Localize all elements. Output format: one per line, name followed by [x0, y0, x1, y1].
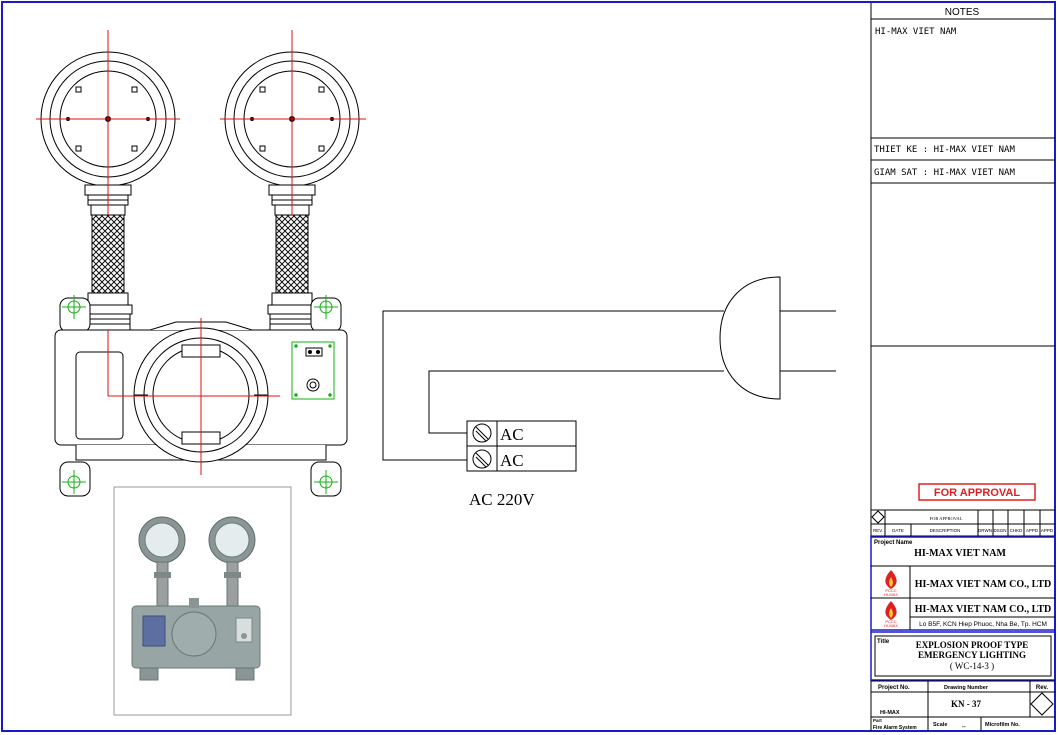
svg-text:REV.: REV.: [873, 528, 883, 533]
scale-label: Scale: [933, 722, 947, 728]
scale-value: --: [962, 724, 966, 730]
rev-label: Rev.: [1036, 685, 1049, 691]
center-lines: [36, 30, 366, 475]
lamp-drawing: [36, 30, 366, 497]
drawing-number: KN - 37: [951, 699, 981, 709]
title-line-2: EMERGENCY LIGHTING: [918, 650, 1026, 660]
company-logo-2: [885, 601, 897, 620]
approval-stamp: FOR APPROVAL: [934, 487, 1020, 499]
project-no-label: Project No.: [878, 685, 910, 691]
title-line-3: ( WC-14-3 ): [950, 661, 994, 671]
drawing-number-label: Drawing Number: [944, 685, 989, 691]
logo-2-text-bottom: HI-MAX: [884, 623, 898, 628]
notes-text: HI-MAX VIET NAM: [875, 27, 957, 37]
company-logo-1: [885, 570, 897, 589]
wiring-diagram: [382, 276, 836, 472]
company-name-2: HI-MAX VIET NAM CO., LTD: [915, 604, 1052, 615]
part-value: Fire Alarm System: [873, 725, 917, 731]
svg-text:DESCRIPTION: DESCRIPTION: [930, 528, 961, 533]
title-line-1: EXPLOSION PROOF TYPE: [916, 640, 1029, 650]
terminal-block: [466, 420, 577, 472]
notes-header: NOTES: [945, 7, 980, 18]
svg-text:CHKD: CHKD: [1010, 528, 1024, 533]
logo-1-text-bottom: HI-MAX: [884, 592, 898, 597]
designer-text: THIET KE : HI-MAX VIET NAM: [874, 145, 1015, 155]
company-address: Lo B5F, KCN Hiep Phuoc, Nha Be, Tp. HCM: [919, 621, 1047, 628]
revision-columns: REV. DATE DESCRIPTION DRWN DSGN CHKD APP…: [873, 528, 1054, 533]
svg-text:DATE: DATE: [892, 528, 904, 533]
microfilm-label: Microfilm No.: [985, 722, 1020, 728]
svg-text:APPD: APPD: [1026, 528, 1039, 533]
mount-hole-markers: [62, 295, 338, 494]
title-label: Title: [877, 639, 890, 645]
part-label: Part: [873, 718, 882, 723]
supervisor-text: GIAM SAT : HI-MAX VIET NAM: [874, 168, 1015, 178]
project-name: HI-MAX VIET NAM: [914, 548, 1006, 559]
revision-top-label: FOR APPROVAL: [930, 516, 963, 521]
terminal-label-2: AC: [500, 451, 524, 470]
voltage-label: AC 220V: [469, 490, 535, 509]
logo-1-text-top: PCCC: [885, 588, 896, 593]
terminal-label-1: AC: [500, 425, 524, 444]
approval-stamp-frame: [918, 483, 1036, 501]
project-no: HI-MAX: [880, 710, 900, 716]
company-name-1: HI-MAX VIET NAM CO., LTD: [915, 579, 1052, 590]
title-block: [870, 3, 1055, 731]
svg-text:DRWN: DRWN: [978, 528, 992, 533]
project-name-label: Project Name: [874, 540, 913, 546]
svg-text:APPD: APPD: [1041, 528, 1054, 533]
cable-connector: [719, 276, 781, 400]
svg-text:DSGN: DSGN: [993, 528, 1006, 533]
product-photo: [113, 486, 292, 716]
logo-2-text-top: PCCC: [885, 619, 896, 624]
project-block: [870, 536, 1056, 731]
